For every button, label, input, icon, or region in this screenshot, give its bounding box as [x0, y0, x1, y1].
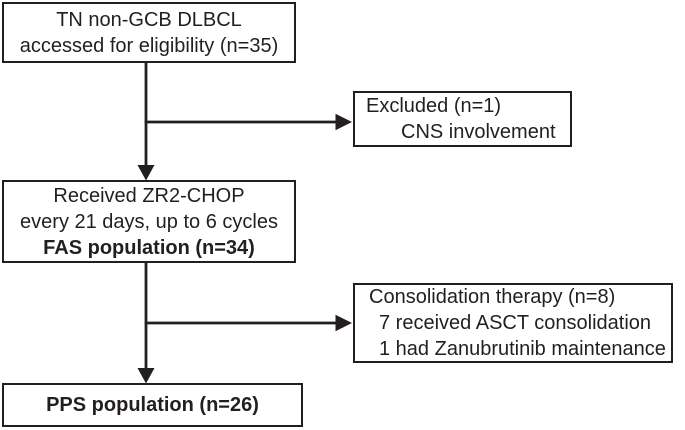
consolidation-detail1: 7 received ASCT consolidation	[379, 312, 652, 334]
arrowhead-down-to-fas	[137, 165, 155, 181]
box-consolidation: Consolidation therapy (n=8) 7 received A…	[353, 283, 673, 363]
eligibility-line2: accessed for eligibility (n=35)	[19, 34, 279, 57]
arrowhead-right-to-consolidation	[335, 314, 352, 332]
box-excluded: Excluded (n=1) CNS involvement	[353, 91, 572, 147]
box-pps-population: PPS population (n=26)	[2, 383, 303, 427]
arrowhead-down-to-pps	[137, 368, 155, 384]
fas-line2: every 21 days, up to 6 cycles	[20, 210, 278, 233]
box-fas-population: Received ZR2-CHOP every 21 days, up to 6…	[2, 180, 296, 263]
box-eligibility: TN non-GCB DLBCL accessed for eligibilit…	[2, 2, 296, 63]
excluded-title: Excluded (n=1)	[366, 95, 502, 117]
fas-line3: FAS population (n=34)	[43, 236, 255, 259]
consolidation-title: Consolidation therapy (n=8)	[369, 286, 616, 308]
eligibility-line1: TN non-GCB DLBCL	[56, 8, 242, 31]
consolidation-detail2: 1 had Zanubrutinib maintenance	[379, 338, 666, 360]
pps-label: PPS population (n=26)	[46, 394, 259, 416]
arrowhead-right-to-excluded	[335, 113, 352, 131]
fas-line1: Received ZR2-CHOP	[53, 184, 245, 207]
excluded-detail: CNS involvement	[401, 121, 556, 143]
